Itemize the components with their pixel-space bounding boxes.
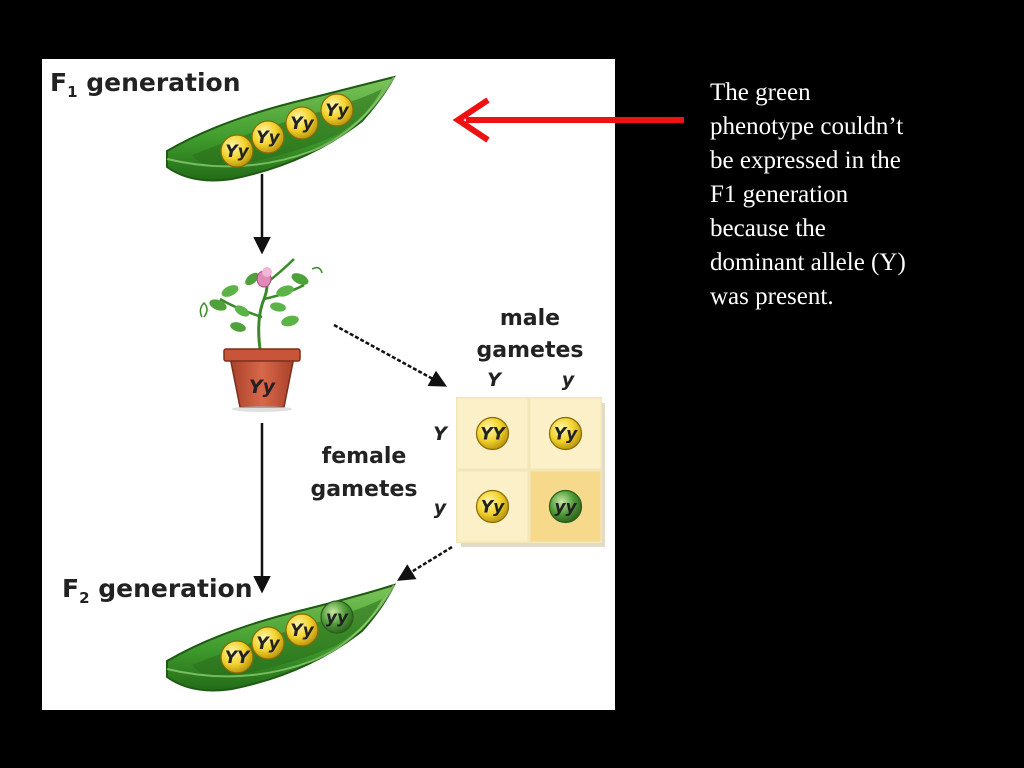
f1-pea-2: Yy — [251, 120, 285, 154]
f1-pea-4: Yy — [320, 93, 354, 127]
pea-genotype-label: yy — [554, 498, 577, 518]
punnett-pea-1-1: YY — [475, 416, 510, 451]
f2-pea-2: Yy — [251, 626, 285, 660]
yellow-pea — [320, 93, 354, 127]
f1-pea-1: Yy — [220, 134, 254, 168]
punnett-pea-2-2: yy — [548, 489, 583, 524]
female-allele-dominant: Y — [433, 423, 449, 445]
yellow-pea — [285, 106, 319, 140]
yellow-pea — [251, 626, 285, 660]
pea-genotype-label: Yy — [290, 114, 314, 134]
yellow-pea — [285, 613, 319, 647]
female-gametes-label-line2: gametes — [311, 477, 418, 502]
green-pea — [320, 600, 354, 634]
pea-genotype-label: YY — [480, 425, 506, 445]
yellow-pea — [475, 489, 510, 524]
f1-generation-label: F1 generation — [50, 68, 241, 101]
green-pea — [548, 489, 583, 524]
pea-genotype-label: Yy — [256, 128, 280, 148]
f2-pea-4: yy — [320, 600, 354, 634]
f2-generation-label: F2 generation — [62, 574, 253, 607]
explanation-caption: The green phenotype couldn’t be expresse… — [710, 79, 906, 310]
pea-genotype-label: yy — [326, 608, 349, 628]
yellow-pea — [220, 134, 254, 168]
punnett-to-f2-arrow — [397, 545, 453, 581]
plant-to-punnett-arrow — [333, 323, 448, 387]
yellow-pea — [548, 416, 583, 451]
pea-genotype-label: Yy — [325, 101, 349, 121]
flower-pot — [223, 348, 301, 412]
f1-pea-3: Yy — [285, 106, 319, 140]
female-gametes-label-line1: female — [322, 444, 407, 469]
pea-genotype-label: Yy — [481, 498, 505, 518]
f2-pea-1: YY — [220, 640, 254, 674]
male-gametes-label-line2: gametes — [477, 338, 584, 363]
pot-genotype-label: Yy — [249, 376, 277, 398]
male-allele-recessive: y — [562, 369, 576, 391]
punnett-pea-1-2: Yy — [548, 416, 583, 451]
pea-genotype-label: Yy — [554, 425, 578, 445]
pea-plant — [199, 258, 323, 350]
punnett-pea-2-1: Yy — [475, 489, 510, 524]
pea-genotype-label: Yy — [225, 142, 249, 162]
yellow-pea — [220, 640, 254, 674]
female-allele-recessive: y — [434, 497, 448, 519]
yellow-pea — [475, 416, 510, 451]
red-pointer-arrow — [452, 97, 684, 143]
f2-pea-3: Yy — [285, 613, 319, 647]
yellow-pea — [251, 120, 285, 154]
pea-genotype-label: Yy — [290, 621, 314, 641]
male-allele-dominant: Y — [487, 369, 503, 391]
male-gametes-label-line1: male — [500, 306, 560, 331]
pea-genotype-label: YY — [225, 648, 251, 668]
pea-genotype-label: Yy — [256, 634, 280, 654]
